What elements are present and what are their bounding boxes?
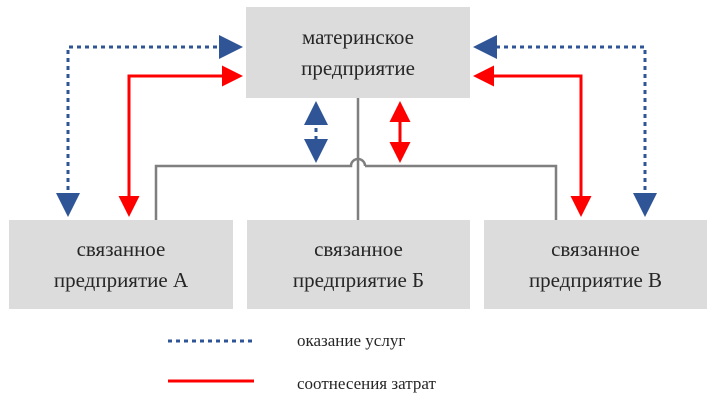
related-enterprise-b-label-line1: связанное: [314, 236, 403, 261]
structure-bus-left: [154, 157, 367, 220]
structure-bus-right: [365, 164, 558, 220]
services-link-a: [56, 35, 243, 217]
parent-enterprise-box: материнское предприятие: [246, 7, 470, 98]
related-enterprise-b-box: связанное предприятие Б: [247, 220, 470, 309]
related-enterprise-v-label-line1: связанное: [551, 236, 640, 261]
related-enterprise-a-label-line1: связанное: [76, 236, 166, 261]
services-link-v: [473, 35, 657, 217]
related-enterprise-a-label-line2: предприятие А: [53, 267, 189, 292]
costs-link-v: [473, 65, 592, 217]
costs-link-a: [118, 65, 243, 217]
legend-services-label: оказание услуг: [297, 331, 406, 350]
costs-links: [118, 65, 592, 217]
related-enterprise-v-label-line2: предприятие В: [528, 267, 663, 292]
parent-enterprise-label-line1: материнское: [302, 24, 414, 49]
legend-costs-label: соотнесения затрат: [297, 374, 436, 393]
services-links: [56, 35, 657, 217]
parent-enterprise-label-line2: предприятие: [301, 55, 415, 80]
ownership-structure: [154, 98, 558, 220]
related-enterprise-v-box: связанное предприятие В: [484, 220, 707, 309]
related-enterprise-a-box: связанное предприятие А: [9, 220, 233, 309]
related-enterprise-b-label-line2: предприятие Б: [292, 267, 425, 292]
